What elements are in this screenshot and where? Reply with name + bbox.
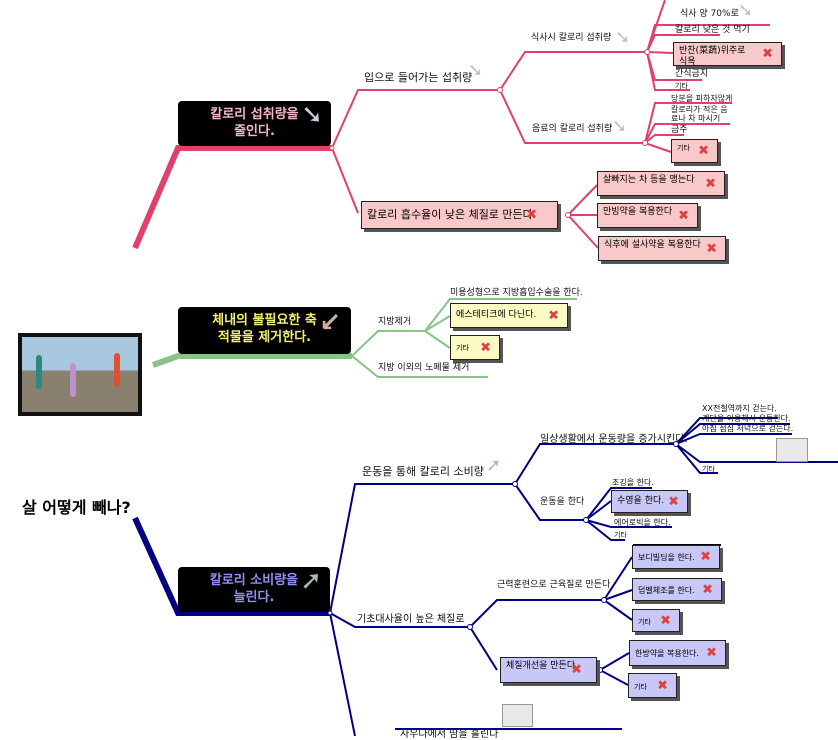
close-icon[interactable]: ✖ <box>571 662 582 678</box>
drink-item[interactable]: 당분을 피하자않게 <box>671 94 733 103</box>
node-absorb[interactable]: 칼로리 흡수율이 낮은 체질로 만든다.✖ <box>361 201 558 229</box>
muscle-item-box[interactable]: 덤벨체조를 한다. ✖ <box>632 578 722 601</box>
main-node-increase-burn[interactable]: 칼로리 소비량을 늘린다. ➚ <box>178 567 330 612</box>
main-node-remove-waste[interactable]: 체내의 불필요한 축적물을 제거한다. ↙ <box>178 307 351 354</box>
main-node-label: 칼로리 소비량을 늘린다. <box>209 573 299 605</box>
close-icon[interactable]: ✖ <box>702 582 713 597</box>
node-fat[interactable]: 지방제거 <box>378 317 412 327</box>
absorb-item-label: 만빙약을 복용한다 <box>603 207 673 217</box>
fat-item-label: 에스테티크에 다닌다. <box>456 310 537 320</box>
drink-item-label: 기타 <box>677 144 690 152</box>
muscle-item-label: 덤벨체조를 한다. <box>638 586 695 595</box>
main-node-label: 체내의 불필요한 축적물을 제거한다. <box>212 313 317 345</box>
workout-item[interactable]: 에어로빅을 한다. <box>614 518 671 527</box>
root-topic[interactable]: 살 어떻게 빼나? <box>22 498 131 517</box>
meal-item[interactable]: 기타 <box>675 82 688 90</box>
close-icon[interactable]: ✖ <box>668 494 679 509</box>
fat-item[interactable]: 미용성형으로 지방흡입수술을 한다. <box>450 288 583 298</box>
close-icon[interactable]: ✖ <box>698 143 709 159</box>
arrow-icon: ➘ <box>301 100 323 130</box>
absorb-item-label: 살빠지는 차 등을 맹는다 <box>603 175 695 185</box>
node-exercise[interactable]: 운동을 통해 칼로리 소비량 <box>362 465 484 478</box>
main-node-reduce-intake[interactable]: 칼로리 섭취량을 줄인다. ➘ <box>178 101 331 146</box>
fat-item-box[interactable]: 기타 ✖ <box>450 335 500 360</box>
daily-item[interactable]: XX전철역까지 걷는다. <box>702 404 777 413</box>
close-icon[interactable]: ✖ <box>705 176 716 191</box>
node-waste[interactable]: 지방 이외의 노폐물 제거 <box>378 363 470 373</box>
constitution-item-box[interactable]: 기타 ✖ <box>628 673 677 698</box>
close-icon[interactable]: ✖ <box>706 645 717 661</box>
exercise-photo <box>18 333 142 416</box>
arrow-icon: ➘ <box>612 116 628 137</box>
node-intake[interactable]: 입으로 들어가는 섭취량 <box>364 71 473 84</box>
workout-item-label: 수영을 한다. <box>617 496 665 506</box>
meal-item[interactable]: 칼로리 낮은 것 먹기 <box>675 25 750 35</box>
empty-node[interactable] <box>776 438 808 462</box>
fat-item-label: 기타 <box>456 344 469 352</box>
close-icon[interactable]: ✖ <box>678 208 689 223</box>
arrow-icon: ➘ <box>738 0 754 21</box>
absorb-item-box[interactable]: 만빙약을 복용한다 ✖ <box>597 203 698 228</box>
main-node-label: 칼로리 섭취량을 줄인다. <box>210 107 299 139</box>
drink-item-box[interactable]: 기타 ✖ <box>671 139 718 163</box>
meal-item-box[interactable]: 반찬(菜蔬)위주로 식욕 ✖ <box>673 42 782 67</box>
node-meal[interactable]: 식사시 칼로리 섭취량 <box>531 33 612 43</box>
muscle-item-label: 보디빌딩을 한다. <box>638 553 695 562</box>
drink-item[interactable]: 칼로리가 적은 음료나 차 마시기 <box>671 105 728 123</box>
muscle-item-label: 기타 <box>638 618 651 626</box>
meal-item-label: 반찬(菜蔬)위주로 식욕 <box>679 46 746 67</box>
muscle-item-box[interactable]: 기타 ✖ <box>632 609 680 632</box>
workout-item-box[interactable]: 수영을 한다.✖ <box>611 490 688 513</box>
constitution-item-label: 기타 <box>634 683 647 691</box>
daily-item[interactable]: 계단을 이용해서 운동한다. <box>702 414 791 423</box>
node-constitution[interactable]: 체질개선을 만든다✖ <box>500 657 597 683</box>
node-basal[interactable]: 기초대사율이 높은 체질로 <box>357 614 465 625</box>
empty-node[interactable] <box>502 704 533 727</box>
meal-item[interactable]: 간식금지 <box>675 69 709 79</box>
arrow-icon: ➘ <box>468 60 484 81</box>
close-icon[interactable]: ✖ <box>548 308 559 323</box>
muscle-item-box[interactable]: 보디빌딩을 한다. ✖ <box>632 545 720 569</box>
arrow-icon: ➘ <box>615 27 631 48</box>
node-absorb-label: 칼로리 흡수율이 낮은 체질로 만든다. <box>367 208 537 221</box>
constitution-item-label: 한방약을 복용한다. <box>635 649 699 658</box>
workout-item[interactable]: 조깅을 한다. <box>612 478 654 487</box>
absorb-item-box[interactable]: 살빠지는 차 등을 맹는다 ✖ <box>597 171 725 196</box>
workout-item[interactable]: 기타 <box>614 531 627 539</box>
drink-item[interactable]: 금주 <box>671 125 688 135</box>
node-constitution-label: 체질개선을 만든다 <box>506 661 576 671</box>
arrow-icon: ↙ <box>319 308 341 338</box>
close-icon[interactable]: ✖ <box>660 613 671 628</box>
daily-item[interactable]: 기타 <box>702 465 715 473</box>
arrow-icon: ➚ <box>300 566 322 596</box>
close-icon[interactable]: ✖ <box>480 340 491 355</box>
close-icon[interactable]: ✖ <box>706 241 717 256</box>
node-daily[interactable]: 일상생활에서 운동량을 증가시킨다. <box>540 434 688 445</box>
constitution-item-box[interactable]: 한방약을 복용한다. ✖ <box>629 640 726 666</box>
close-icon[interactable]: ✖ <box>700 549 711 565</box>
arrow-icon: ➚ <box>486 455 502 476</box>
meal-item[interactable]: 식사 양 70%로 <box>680 9 739 19</box>
daily-item[interactable]: 아침 점심 저녁으로 걷는다. <box>702 424 794 433</box>
close-icon[interactable]: ✖ <box>526 207 537 223</box>
absorb-item-label: 식후에 설사약을 복용한다 <box>604 240 701 250</box>
node-muscle[interactable]: 근력훈련으로 근육질로 만든다 <box>497 580 611 590</box>
absorb-item-box[interactable]: 식후에 설사약을 복용한다 ✖ <box>598 236 726 261</box>
fat-item-box[interactable]: 에스테티크에 다닌다. ✖ <box>450 303 568 328</box>
node-sauna[interactable]: 사우나에서 땀을 흘린다 <box>400 729 499 740</box>
node-workout[interactable]: 운동을 한다 <box>540 497 585 507</box>
close-icon[interactable]: ✖ <box>657 678 668 693</box>
node-drink[interactable]: 음료의 칼로리 섭취량 <box>532 124 613 134</box>
close-icon[interactable]: ✖ <box>762 46 773 62</box>
